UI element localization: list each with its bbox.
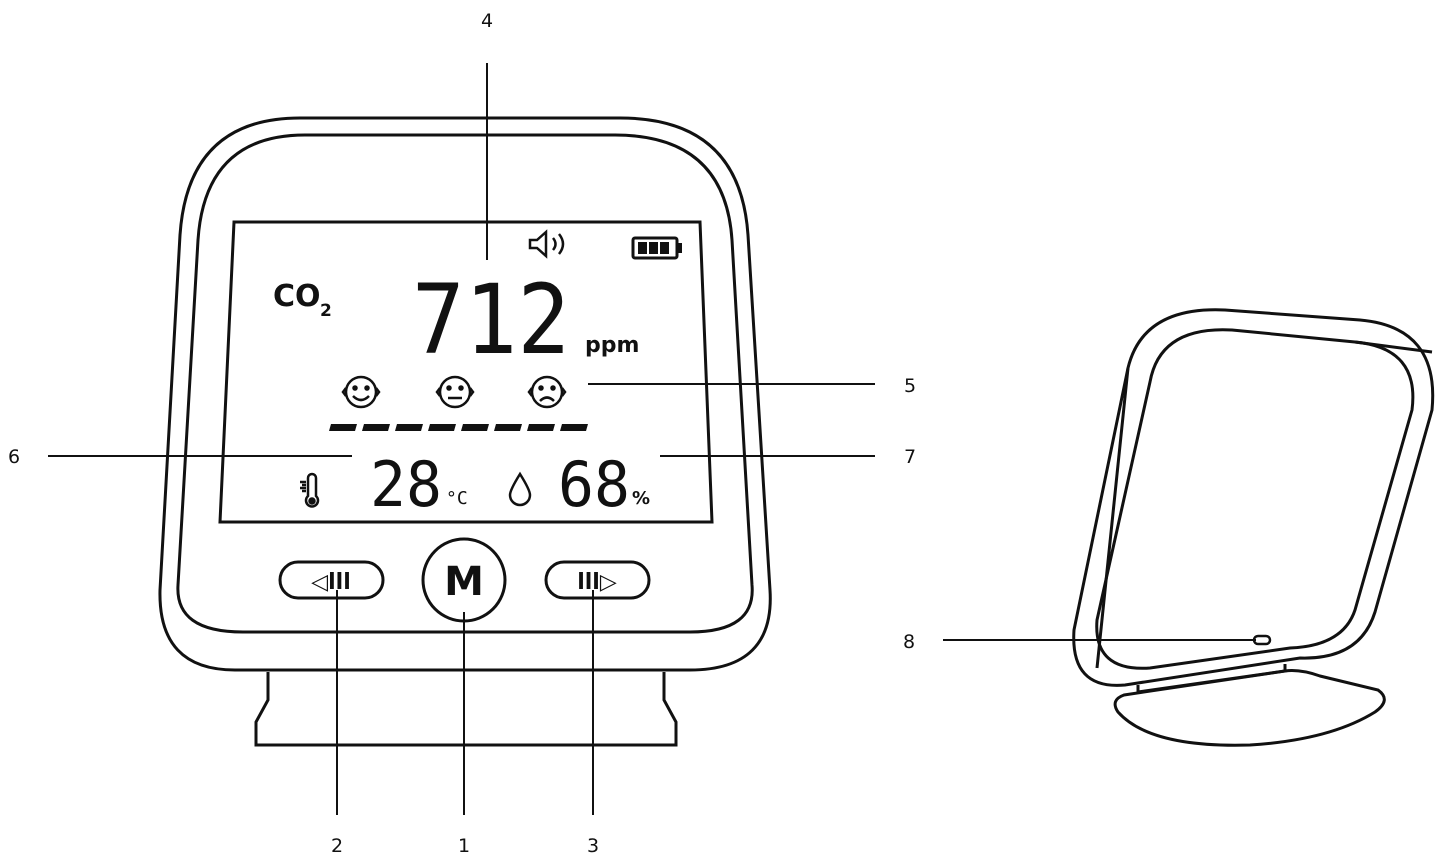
speaker-icon (528, 229, 565, 259)
temperature-unit: °C (446, 488, 468, 509)
left-button-symbol: ◁lll (311, 570, 351, 595)
callout-lines (48, 63, 1256, 815)
battery-icon (631, 236, 682, 260)
callout-8: 8 (903, 631, 915, 653)
side-view-device (1072, 308, 1435, 747)
callout-1: 1 (458, 835, 470, 857)
right-button-symbol: lll▷ (577, 570, 617, 595)
callout-6: 6 (8, 446, 20, 468)
front-view-device (158, 116, 772, 747)
callout-4: 4 (481, 10, 493, 32)
lcd-screen (218, 220, 714, 524)
co2-unit: ppm (585, 333, 639, 358)
mode-button-label: M (444, 559, 484, 605)
callout-3: 3 (587, 835, 599, 857)
callout-7: 7 (904, 446, 916, 468)
side-body-outer (1072, 308, 1435, 687)
temperature-value: 28 (370, 448, 442, 521)
water-drop-icon (508, 471, 532, 507)
air-quality-level-bar (329, 424, 588, 431)
side-edge-line-lower (1095, 367, 1130, 669)
co2-label: CO (273, 279, 321, 314)
left-button[interactable]: ◁lll (278, 560, 385, 600)
indicator-light-icon (1252, 634, 1272, 646)
comfort-faces (341, 375, 567, 409)
side-edge-line (1354, 340, 1433, 354)
happy-face-icon (341, 375, 381, 409)
co2-value: 712 (412, 264, 570, 376)
co2-subscript: 2 (320, 301, 332, 321)
humidity-value: 68 (558, 448, 630, 521)
side-stand-plate (1113, 669, 1386, 747)
mode-button[interactable]: M (421, 537, 507, 623)
side-stand-base (1136, 664, 1287, 694)
side-body-inner (1095, 328, 1415, 670)
humidity-unit: % (632, 488, 650, 509)
sad-face-icon (527, 375, 567, 409)
neutral-face-icon (435, 375, 475, 409)
thermometer-icon (300, 472, 320, 508)
device-outer-shell (158, 116, 772, 672)
right-button[interactable]: lll▷ (544, 560, 651, 600)
callout-2: 2 (331, 835, 343, 857)
callout-5: 5 (904, 375, 916, 397)
front-stand (254, 672, 678, 747)
device-inner-bezel (176, 133, 754, 634)
